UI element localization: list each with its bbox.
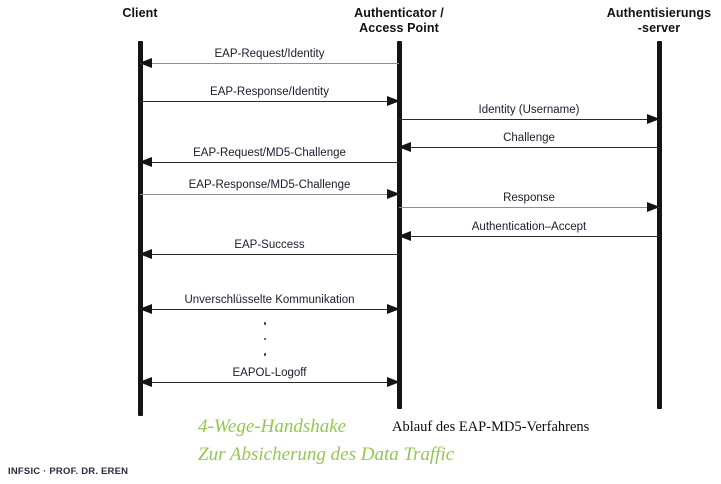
arrowhead-left-icon bbox=[139, 57, 152, 68]
message-label: Challenge bbox=[503, 132, 555, 144]
arrowhead-left-icon bbox=[139, 376, 152, 387]
arrowhead-right-icon bbox=[387, 188, 400, 199]
message-label: EAP-Response/Identity bbox=[210, 86, 329, 98]
arrowhead-left-icon bbox=[398, 230, 411, 241]
message-label: EAP-Request/Identity bbox=[214, 48, 325, 60]
annotation-green-line-1: 4-Wege-Handshake bbox=[198, 416, 347, 437]
annotation-green-line-2: Zur Absicherung des Data Traffic bbox=[198, 444, 455, 465]
lifeline-auth_server bbox=[657, 41, 662, 409]
lifeline-header-line: Access Point bbox=[359, 21, 439, 35]
message-shaft bbox=[399, 147, 659, 148]
message-label: Identity (Username) bbox=[478, 104, 580, 116]
message-label: EAP-Response/MD5-Challenge bbox=[188, 179, 351, 191]
message-label: Response bbox=[503, 192, 555, 204]
lifeline-header-line: Authenticator / bbox=[354, 6, 444, 20]
message-label: Unverschlüsselte Kommunikation bbox=[184, 294, 355, 306]
lifeline-header-line: -server bbox=[637, 21, 681, 35]
arrowhead-left-icon bbox=[139, 303, 152, 314]
message-label: EAPOL-Logoff bbox=[232, 367, 307, 379]
footer-credit: INFSIC · PROF. DR. EREN bbox=[8, 466, 129, 477]
message-shaft bbox=[140, 101, 399, 102]
lifeline-header-line: Authentisierungs bbox=[606, 6, 712, 20]
message-label: EAP-Success bbox=[234, 239, 305, 251]
message-shaft bbox=[140, 382, 399, 383]
ellipsis-dot bbox=[263, 337, 267, 340]
lifeline-header-client: Client bbox=[90, 6, 190, 21]
message-shaft bbox=[399, 236, 659, 237]
diagram-caption: Ablauf des EAP-MD5-Verfahrens bbox=[392, 419, 590, 435]
lifeline-header-authenticator: Authenticator /Access Point bbox=[329, 6, 469, 36]
message-label: Authentication–Accept bbox=[471, 221, 587, 233]
message-shaft bbox=[140, 162, 399, 163]
arrowhead-right-icon bbox=[387, 95, 400, 106]
arrowhead-right-icon bbox=[647, 201, 660, 212]
message-shaft bbox=[140, 63, 399, 64]
arrowhead-right-icon bbox=[387, 376, 400, 387]
lifeline-header-auth-server: Authentisierungs-server bbox=[584, 6, 721, 36]
message-shaft bbox=[140, 309, 399, 310]
arrowhead-left-icon bbox=[398, 141, 411, 152]
message-shaft bbox=[140, 194, 399, 195]
arrowhead-right-icon bbox=[647, 113, 660, 124]
message-shaft bbox=[399, 119, 659, 120]
arrowhead-right-icon bbox=[387, 303, 400, 314]
arrowhead-left-icon bbox=[139, 248, 152, 259]
ellipsis-dot bbox=[263, 353, 267, 356]
lifeline-header-line: Client bbox=[122, 6, 158, 20]
lifeline-client bbox=[138, 41, 143, 416]
ellipsis-dot bbox=[263, 322, 267, 325]
arrowhead-left-icon bbox=[139, 156, 152, 167]
message-shaft bbox=[399, 207, 659, 208]
ellipsis-dots bbox=[255, 322, 275, 369]
message-shaft bbox=[140, 254, 399, 255]
lifeline-authenticator bbox=[397, 41, 402, 409]
message-label: EAP-Request/MD5-Challenge bbox=[193, 147, 346, 159]
